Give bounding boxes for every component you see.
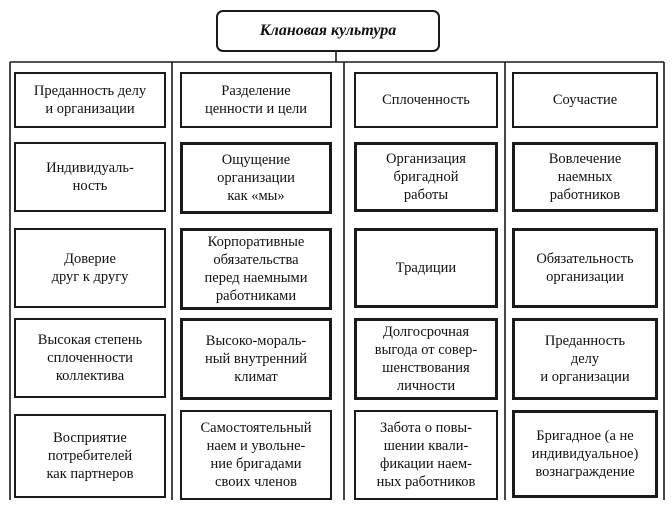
- diagram-title: Клановая культура: [259, 22, 397, 39]
- column-2-cell-2: Корпоративные обязательства перед наемны…: [180, 228, 332, 310]
- column-4-cell-2: Обязательность организации: [512, 228, 658, 308]
- column-4-cell-4: Бригадное (а не индивидуальное) вознагра…: [512, 410, 658, 498]
- column-4-header: Соучастие: [512, 72, 658, 128]
- column-4-cell-1: Вовлечение наемных работников: [512, 142, 658, 212]
- column-2-header: Разделение ценности и цели: [180, 72, 332, 128]
- column-1-cell-1: Индивидуаль- ность: [14, 142, 166, 212]
- column-3-header: Сплоченность: [354, 72, 498, 128]
- column-4-cell-3: Преданность делу и организации: [512, 318, 658, 400]
- column-1-cell-3: Высокая степень сплоченности коллектива: [14, 318, 166, 398]
- column-2-cell-3: Высоко-мораль- ный внутренний климат: [180, 318, 332, 400]
- column-1-cell-2: Доверие друг к другу: [14, 228, 166, 308]
- column-3-cell-2: Традиции: [354, 228, 498, 308]
- column-1-cell-4: Восприятие потребителей как партнеров: [14, 414, 166, 498]
- column-3-cell-3: Долгосрочная выгода от совер- шенствован…: [354, 318, 498, 400]
- column-2-cell-1: Ощущение организации как «мы»: [180, 142, 332, 214]
- column-1-header: Преданность делу и организации: [14, 72, 166, 128]
- column-3-cell-4: Забота о повы- шении квали- фикации наем…: [354, 410, 498, 500]
- title-box: Клановая культура: [216, 10, 440, 52]
- column-3-cell-1: Организация бригадной работы: [354, 142, 498, 212]
- column-2-cell-4: Самостоятельный наем и увольне- ние бриг…: [180, 410, 332, 500]
